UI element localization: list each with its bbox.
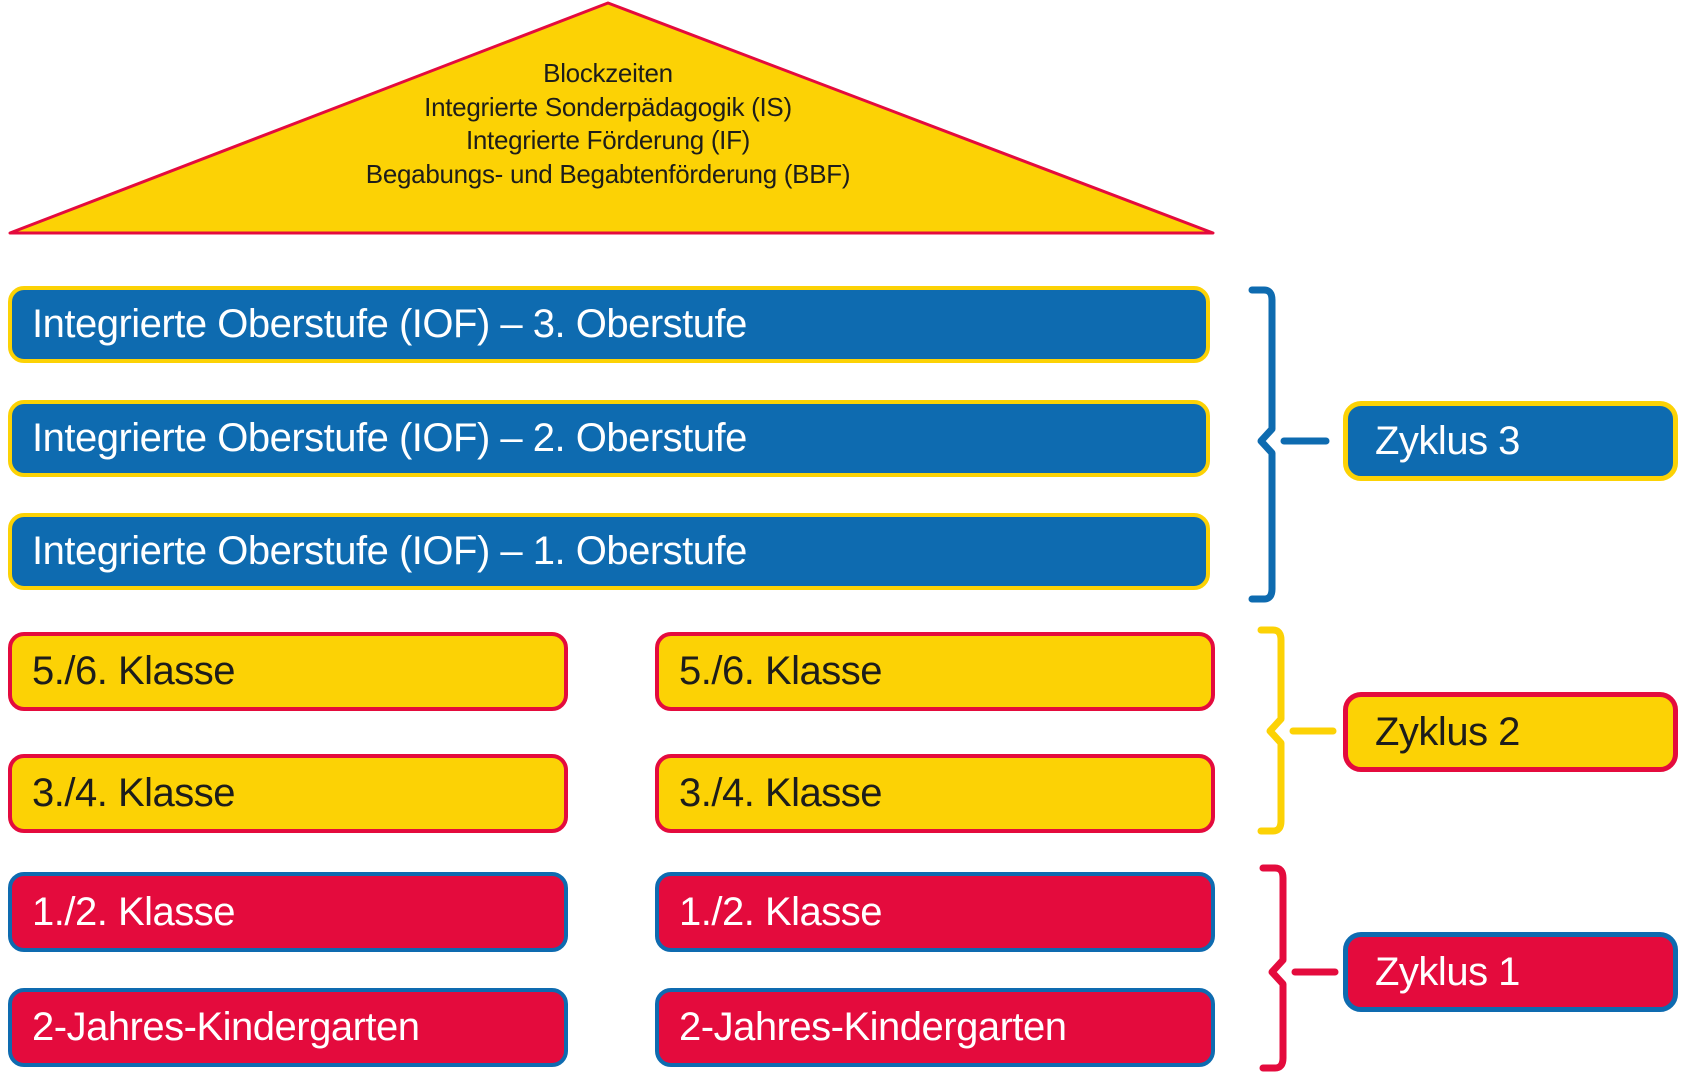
roof-line-begabtenfoerderung: Begabungs- und Begabtenförderung (BBF) xyxy=(365,158,851,189)
roof-text-block: Blockzeiten Integrierte Sonderpädagogik … xyxy=(158,57,1058,191)
box-klasse12-left: 1./2. Klasse xyxy=(8,872,568,952)
box-kindergarten-left: 2-Jahres-Kindergarten xyxy=(8,988,568,1067)
box-klasse12-right-label: 1./2. Klasse xyxy=(679,889,883,934)
bar-oberstufe-2-label: Integrierte Oberstufe (IOF) – 2. Oberstu… xyxy=(32,416,747,460)
box-kindergarten-left-label: 2-Jahres-Kindergarten xyxy=(32,1005,420,1049)
box-kindergarten-right-label: 2-Jahres-Kindergarten xyxy=(679,1005,1067,1049)
cycle-label-zyklus3-text: Zyklus 3 xyxy=(1375,418,1520,463)
cycle-label-zyklus1: Zyklus 1 xyxy=(1343,932,1678,1012)
box-klasse34-right: 3./4. Klasse xyxy=(655,754,1215,833)
zyklus1-bracket-icon xyxy=(1259,864,1339,1072)
zyklus3-bracket-icon xyxy=(1248,286,1330,603)
roof-triangle-icon xyxy=(8,1,1215,235)
roof-line-sonderpaedagogik: Integrierte Sonderpädagogik (IS) xyxy=(424,91,792,122)
bar-oberstufe-1-label: Integrierte Oberstufe (IOF) – 1. Oberstu… xyxy=(32,529,747,573)
cycle-label-zyklus1-text: Zyklus 1 xyxy=(1375,949,1520,994)
cycle-label-zyklus2: Zyklus 2 xyxy=(1343,692,1678,772)
bar-oberstufe-1: Integrierte Oberstufe (IOF) – 1. Oberstu… xyxy=(8,513,1210,590)
bar-oberstufe-2: Integrierte Oberstufe (IOF) – 2. Oberstu… xyxy=(8,400,1210,477)
box-klasse56-left: 5./6. Klasse xyxy=(8,632,568,711)
roof-line-blockzeiten: Blockzeiten xyxy=(543,58,673,88)
cycle-label-zyklus3: Zyklus 3 xyxy=(1343,401,1678,481)
zyklus2-bracket-icon xyxy=(1257,626,1337,835)
box-klasse12-right: 1./2. Klasse xyxy=(655,872,1215,952)
box-kindergarten-right: 2-Jahres-Kindergarten xyxy=(655,988,1215,1067)
box-klasse12-left-label: 1./2. Klasse xyxy=(32,889,236,934)
box-klasse56-right: 5./6. Klasse xyxy=(655,632,1215,711)
bar-oberstufe-3: Integrierte Oberstufe (IOF) – 3. Oberstu… xyxy=(8,286,1210,363)
cycle-label-zyklus2-text: Zyklus 2 xyxy=(1375,709,1520,754)
bar-oberstufe-3-label: Integrierte Oberstufe (IOF) – 3. Oberstu… xyxy=(32,302,747,346)
box-klasse34-left: 3./4. Klasse xyxy=(8,754,568,833)
box-klasse56-left-label: 5./6. Klasse xyxy=(32,649,236,693)
box-klasse56-right-label: 5./6. Klasse xyxy=(679,649,883,693)
roof-line-foerderung: Integrierte Förderung (IF) xyxy=(465,125,751,155)
box-klasse34-right-label: 3./4. Klasse xyxy=(679,771,883,815)
box-klasse34-left-label: 3./4. Klasse xyxy=(32,771,236,815)
